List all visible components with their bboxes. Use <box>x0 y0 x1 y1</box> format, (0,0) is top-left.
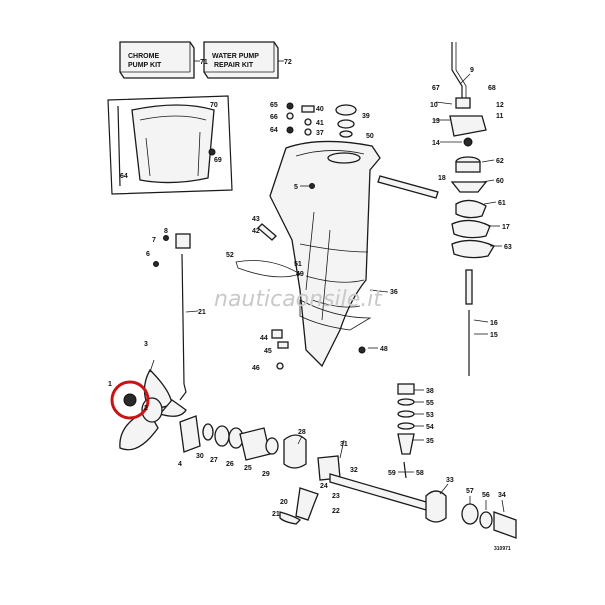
shift-shaft-stack <box>397 383 415 479</box>
highlight-circle <box>110 380 150 420</box>
callout-36[interactable]: 36 <box>390 289 398 296</box>
callout-51[interactable]: 51 <box>294 261 302 268</box>
callout-14[interactable]: 14 <box>432 140 440 147</box>
callout-56[interactable]: 56 <box>482 492 490 499</box>
callout-17[interactable]: 17 <box>502 224 510 231</box>
callout-38[interactable]: 38 <box>426 388 434 395</box>
inset-exhaust-housing <box>107 95 233 195</box>
callout-55[interactable]: 55 <box>426 400 434 407</box>
propeller <box>119 368 187 451</box>
callout-63[interactable]: 63 <box>504 244 512 251</box>
callout-16[interactable]: 16 <box>490 320 498 327</box>
callout-49[interactable]: 49 <box>296 271 304 278</box>
callout-62[interactable]: 62 <box>496 158 504 165</box>
callout-2[interactable]: 2 <box>144 405 148 412</box>
callout-40[interactable]: 40 <box>316 106 324 113</box>
callout-37[interactable]: 37 <box>316 130 324 137</box>
callout-12[interactable]: 12 <box>496 102 504 109</box>
callout-11[interactable]: 11 <box>496 113 504 120</box>
callout-25[interactable]: 25 <box>244 465 252 472</box>
callout-45[interactable]: 45 <box>264 348 272 355</box>
callout-64b[interactable]: 64 <box>270 127 278 134</box>
callout-68[interactable]: 68 <box>488 85 496 92</box>
callout-20[interactable]: 20 <box>280 499 288 506</box>
callout-43[interactable]: 43 <box>252 216 260 223</box>
bolts-misc <box>271 183 366 370</box>
chrome-pump-kit-box[interactable]: CHROME PUMP KIT <box>119 41 195 79</box>
water-pump-kit-box[interactable]: WATER PUMP REPAIR KIT <box>203 41 279 79</box>
callout-31[interactable]: 31 <box>340 441 348 448</box>
prop-shaft-parts <box>179 415 517 539</box>
callout-21b[interactable]: 21 <box>272 511 280 518</box>
callout-67[interactable]: 67 <box>432 85 440 92</box>
callout-9[interactable]: 9 <box>470 67 474 74</box>
callout-numbers: 71 72 70 69 64 65 66 64 40 41 37 39 50 5… <box>108 59 512 518</box>
callout-24[interactable]: 24 <box>320 483 328 490</box>
fasteners-upper <box>286 102 357 138</box>
callout-57[interactable]: 57 <box>466 488 474 495</box>
callout-50[interactable]: 50 <box>366 133 374 140</box>
water-pump-assembly <box>449 42 495 376</box>
callout-60[interactable]: 60 <box>496 178 504 185</box>
water-pump-kit-label: WATER PUMP <box>212 53 259 60</box>
callout-61[interactable]: 61 <box>498 200 506 207</box>
callout-18[interactable]: 18 <box>438 175 446 182</box>
callout-23[interactable]: 23 <box>332 493 340 500</box>
callout-72[interactable]: 72 <box>284 59 292 66</box>
drawing-code: 310971 <box>494 546 511 552</box>
callout-66[interactable]: 66 <box>270 114 278 121</box>
callout-30[interactable]: 30 <box>196 453 204 460</box>
callout-53[interactable]: 53 <box>426 412 434 419</box>
callout-41[interactable]: 41 <box>316 120 324 127</box>
callout-26[interactable]: 26 <box>226 461 234 468</box>
callout-13[interactable]: 13 <box>432 118 440 125</box>
highlighted-part-nut <box>123 393 137 407</box>
chrome-kit-label: CHROME <box>128 53 159 60</box>
callout-8[interactable]: 8 <box>164 228 168 235</box>
callout-15[interactable]: 15 <box>490 332 498 339</box>
callout-69[interactable]: 69 <box>214 157 222 164</box>
callout-65[interactable]: 65 <box>270 102 278 109</box>
callout-27[interactable]: 27 <box>210 457 218 464</box>
callout-34[interactable]: 34 <box>498 492 506 499</box>
callout-59[interactable]: 59 <box>388 470 396 477</box>
callout-3[interactable]: 3 <box>144 341 148 348</box>
callout-48[interactable]: 48 <box>380 346 388 353</box>
callout-39[interactable]: 39 <box>362 113 370 120</box>
callout-4[interactable]: 4 <box>178 461 182 468</box>
callout-71[interactable]: 71 <box>200 59 208 66</box>
callout-32[interactable]: 32 <box>350 467 358 474</box>
callout-1[interactable]: 1 <box>108 381 112 388</box>
callout-6[interactable]: 6 <box>146 251 150 258</box>
callout-22[interactable]: 22 <box>332 508 340 515</box>
callout-33[interactable]: 33 <box>446 477 454 484</box>
callout-42[interactable]: 42 <box>252 228 260 235</box>
callout-46[interactable]: 46 <box>252 365 260 372</box>
leader-lines <box>149 60 505 513</box>
callout-7[interactable]: 7 <box>152 237 156 244</box>
callout-10[interactable]: 10 <box>430 102 438 109</box>
water-tube <box>377 175 439 199</box>
callout-64[interactable]: 64 <box>120 173 128 180</box>
watermark: nauticaonsile.it <box>214 287 383 312</box>
callout-44[interactable]: 44 <box>260 335 268 342</box>
callout-58[interactable]: 58 <box>416 470 424 477</box>
callout-5[interactable]: 5 <box>294 184 298 191</box>
callout-28[interactable]: 28 <box>298 429 306 436</box>
callout-21[interactable]: 21 <box>198 309 206 316</box>
drive-shaft-housing <box>269 140 381 368</box>
callout-70[interactable]: 70 <box>210 102 218 109</box>
water-pump-kit-label-2: REPAIR KIT <box>214 62 254 69</box>
callout-52[interactable]: 52 <box>226 252 234 259</box>
shift-linkage <box>153 223 301 401</box>
chrome-kit-label-2: PUMP KIT <box>128 62 162 69</box>
callout-29[interactable]: 29 <box>262 471 270 478</box>
callout-35[interactable]: 35 <box>426 438 434 445</box>
callout-54[interactable]: 54 <box>426 424 434 431</box>
